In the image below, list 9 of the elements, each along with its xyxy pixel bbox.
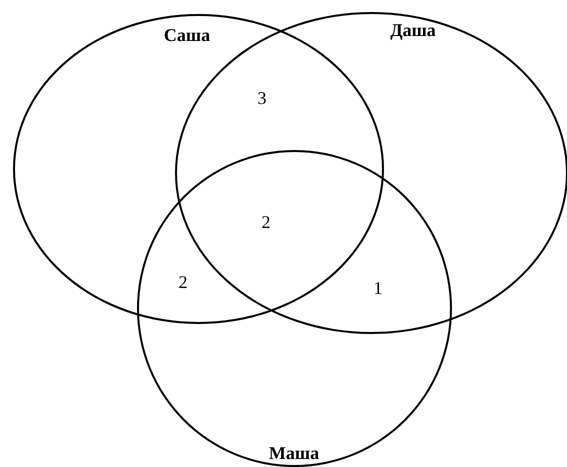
region-count: 2: [178, 273, 188, 291]
set-label: Маша: [268, 444, 320, 462]
region-count: 2: [262, 213, 270, 231]
set-label: Даша: [390, 21, 436, 39]
region-count: 1: [374, 279, 382, 297]
region-count: 3: [258, 89, 266, 107]
set-label: Саша: [164, 26, 210, 44]
set-ellipse: [13, 14, 384, 324]
set-ellipse: [137, 150, 452, 467]
